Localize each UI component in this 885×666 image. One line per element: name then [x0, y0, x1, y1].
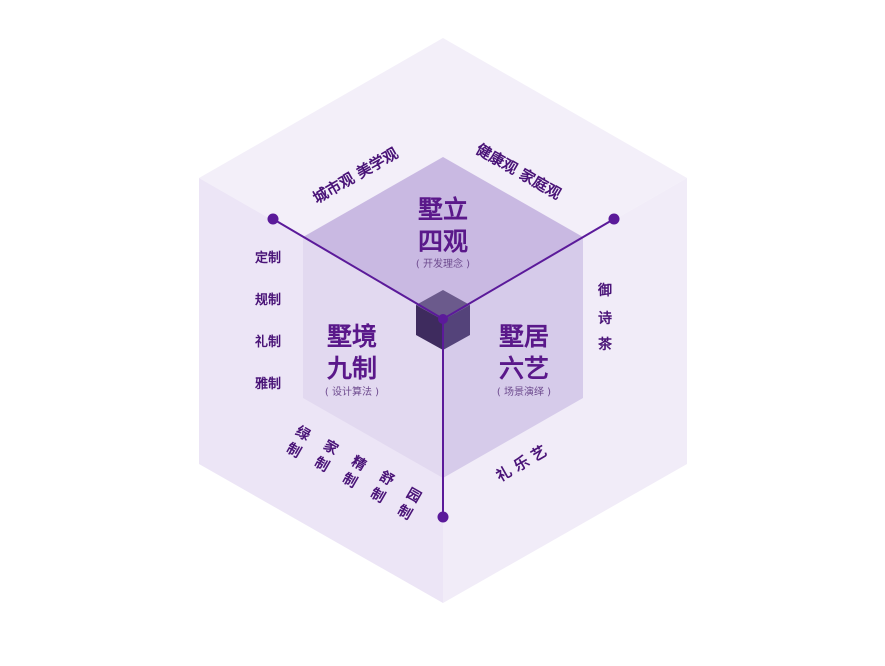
right-face-subtitle: ( 场景演绎 ) [497, 385, 551, 398]
top-face-title-line2: 四观 [418, 227, 468, 256]
center-dot [438, 314, 448, 324]
bottom-end-dot [437, 511, 449, 523]
spoke-left [272, 218, 444, 320]
left-face-subtitle: ( 设计算法 ) [325, 385, 379, 398]
right-vertical-char: 诗 [598, 310, 612, 327]
left-vertical-label: 雅制 [255, 376, 281, 392]
left-vertical-label: 礼制 [255, 334, 281, 350]
center-cube-right [443, 305, 470, 350]
left-vertical-label: 定制 [254, 250, 281, 266]
inner-right-face [443, 237, 583, 478]
left-vertical-label: 规制 [255, 292, 281, 308]
spoke-right [442, 218, 615, 320]
bottom-left-col-top: 园 [403, 485, 423, 506]
inner-top-face [303, 157, 583, 318]
right-vertical-char: 御 [597, 282, 612, 299]
left-end-dot [267, 213, 279, 225]
right-face-title-line1: 墅居 [499, 322, 549, 351]
right-face-title-line2: 六艺 [499, 354, 549, 383]
left-face-title-line2: 九制 [326, 354, 377, 383]
top-face-title-line1: 墅立 [418, 195, 468, 224]
left-face-title-line1: 墅境 [327, 322, 377, 351]
center-cube-left [416, 305, 443, 350]
inner-left-face [303, 237, 443, 478]
right-end-dot [608, 213, 620, 225]
right-vertical-char: 茶 [597, 336, 613, 353]
bottom-left-columns: 绿 制 家 制 精 制 舒 制 园 制 [283, 423, 423, 524]
top-face-subtitle: ( 开发理念 ) [416, 257, 470, 270]
